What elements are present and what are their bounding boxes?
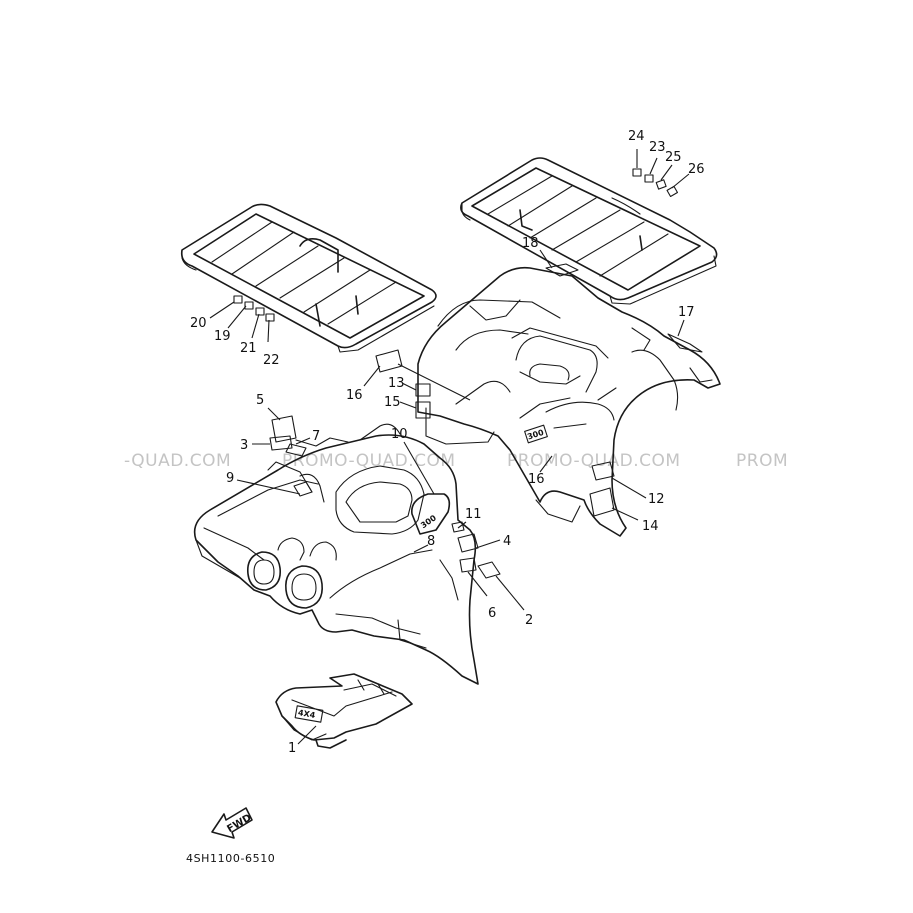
callout-23: 23	[649, 140, 666, 155]
callout-9: 9	[226, 471, 234, 486]
callout-1: 1	[288, 741, 296, 756]
callouts: 1 2 3 4 5 6 7 8 9 10 11 12 13 14 15 16 1…	[190, 129, 705, 756]
callout-8: 8	[427, 534, 435, 549]
callout-20: 20	[190, 316, 207, 331]
cover-badge-text: 4X4	[297, 708, 316, 720]
decals	[233, 168, 703, 579]
callout-25: 25	[665, 150, 682, 165]
callout-13: 13	[388, 376, 405, 391]
watermark: -QUAD.COM PROMO-QUAD.COM PROMO-QUAD.COM …	[124, 451, 788, 471]
callout-16-right: 16	[528, 472, 545, 487]
callout-18: 18	[522, 236, 539, 251]
callout-19: 19	[214, 329, 231, 344]
front-carrier	[180, 203, 437, 353]
callout-14: 14	[642, 519, 659, 534]
leader-lines	[209, 149, 690, 745]
callout-22: 22	[263, 353, 280, 368]
callout-26: 26	[688, 162, 705, 177]
watermark-text-4: PROM	[736, 451, 788, 471]
callout-6: 6	[488, 606, 496, 621]
part-code: 4SH1100-6510	[186, 852, 275, 865]
watermark-text-1: -QUAD.COM	[124, 451, 231, 471]
forward-arrow-icon: FWD	[211, 807, 254, 839]
callout-3: 3	[240, 438, 248, 453]
callout-17: 17	[678, 305, 695, 320]
callout-12: 12	[648, 492, 665, 507]
battery-cover: 4X4	[275, 673, 413, 749]
callout-5: 5	[256, 393, 264, 408]
rear-carrier	[460, 157, 718, 305]
fwd-label: FWD	[225, 812, 253, 835]
callout-11: 11	[465, 507, 482, 522]
watermark-text-3: PROMO-QUAD.COM	[507, 451, 681, 471]
callout-7: 7	[312, 429, 320, 444]
callout-10: 10	[391, 427, 408, 442]
callout-15: 15	[384, 395, 401, 410]
callout-4: 4	[503, 534, 511, 549]
rear-fender: 300	[417, 266, 721, 537]
callout-16-left: 16	[346, 388, 363, 403]
callout-24: 24	[628, 129, 645, 144]
callout-21: 21	[240, 341, 257, 356]
callout-2: 2	[525, 613, 533, 628]
front-fender-badge-text: 300	[419, 513, 438, 530]
